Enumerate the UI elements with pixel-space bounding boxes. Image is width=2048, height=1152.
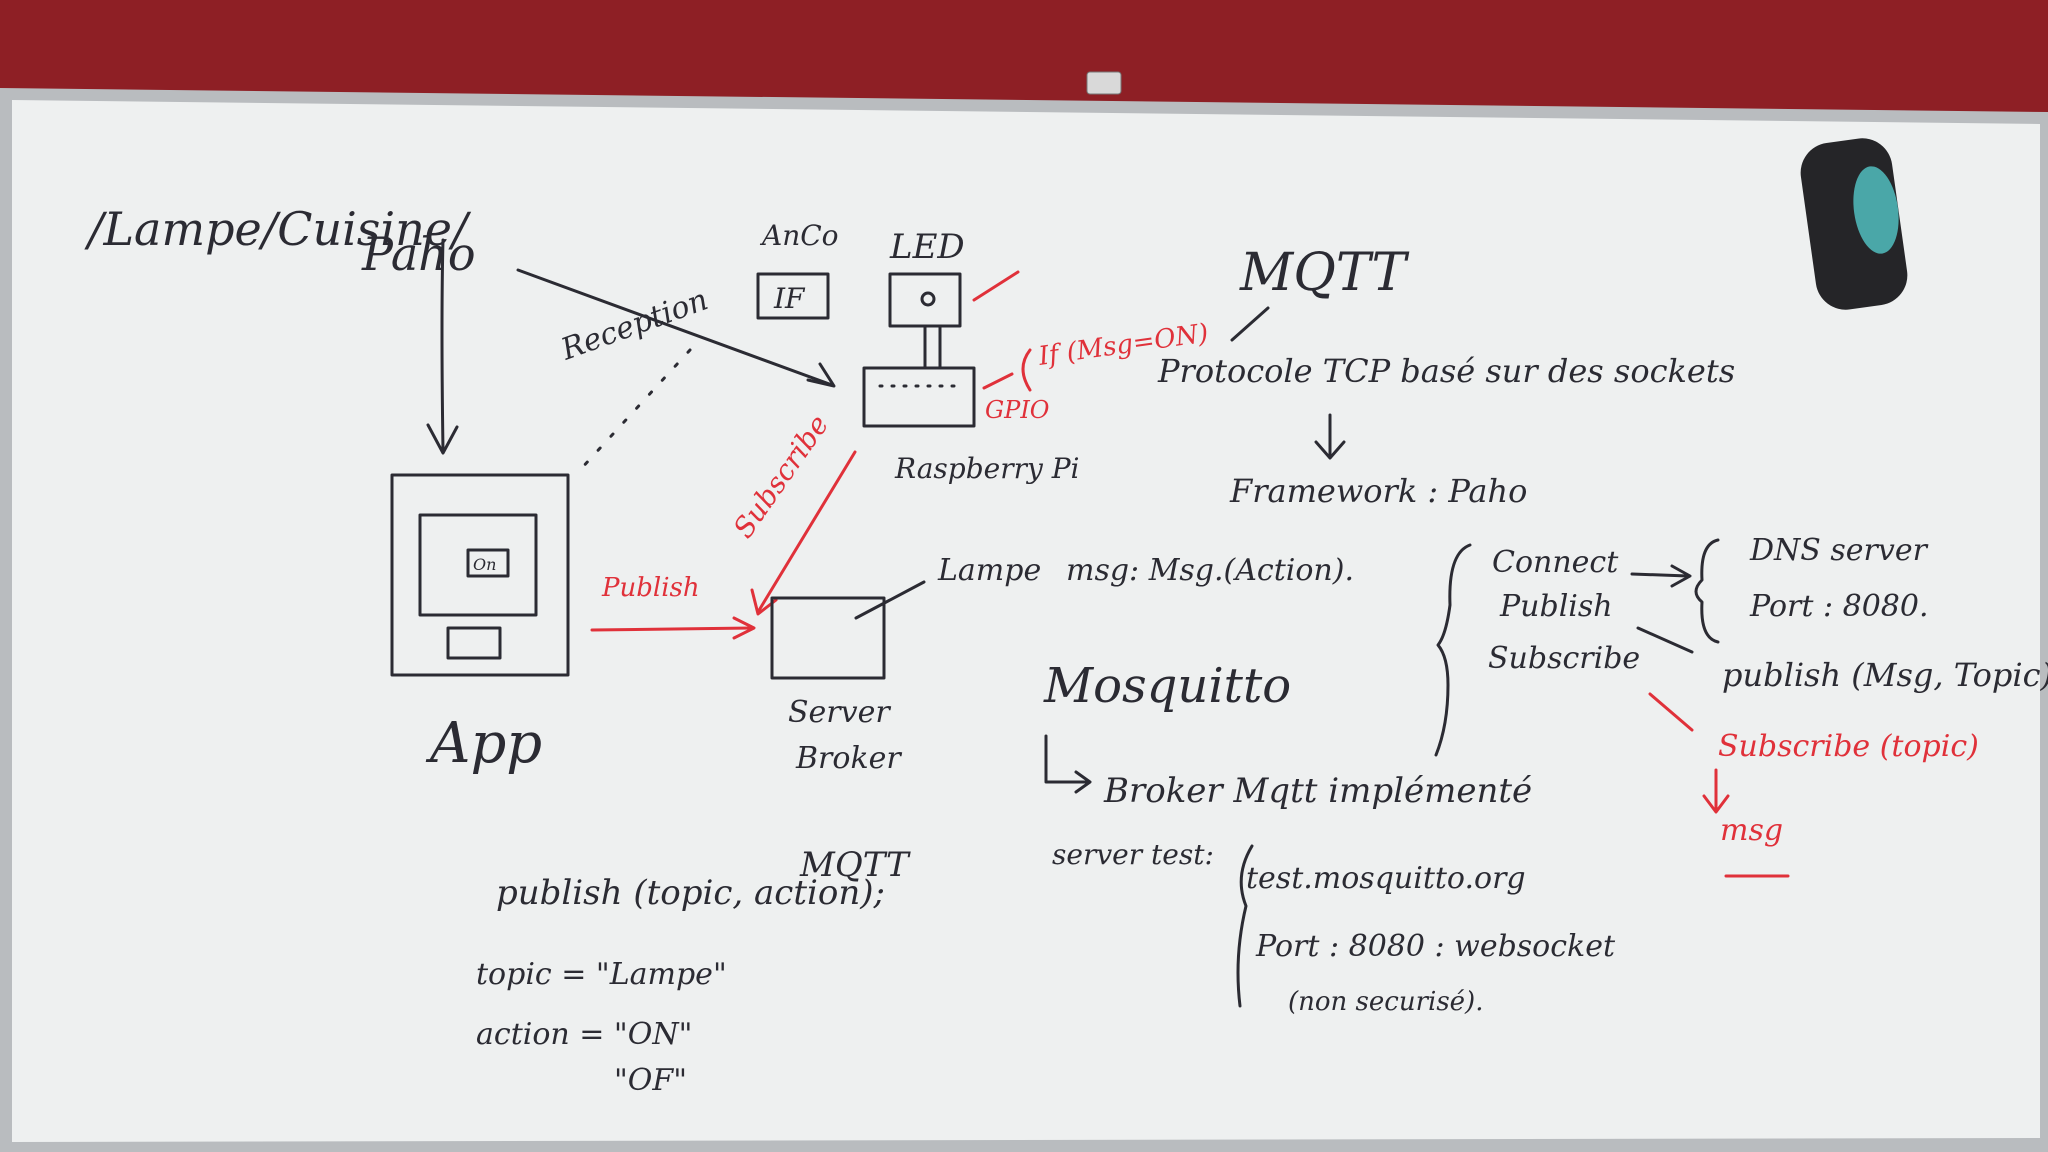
dns-server: DNS server — [1749, 533, 1929, 568]
broker-box — [770, 596, 886, 680]
app-on-button — [466, 548, 510, 578]
code-line-1: publish (topic, action); — [496, 873, 885, 913]
arrow-head — [806, 362, 836, 388]
msg-label: msg — [1720, 813, 1783, 848]
mosquitto-arrow — [1044, 734, 1092, 794]
method-subscribe: Subscribe — [1488, 641, 1640, 676]
code-line-2: topic = "Lampe" — [476, 957, 727, 992]
app-home-button — [446, 626, 502, 660]
paho-label: Paho — [361, 227, 476, 281]
arrow-head — [732, 616, 756, 640]
methods-brace — [1434, 543, 1472, 757]
mosquitto-desc: Broker Mqtt implémenté — [1103, 771, 1532, 811]
dotted-link — [578, 348, 692, 472]
paho-to-app-arrow — [440, 238, 445, 452]
arduino-glyph: IF — [773, 282, 806, 315]
subscribe-call: Subscribe (topic) — [1718, 729, 1979, 764]
publish-call: publish (Msg, Topic) — [1722, 656, 2048, 694]
gpio-label: GPIO — [985, 396, 1050, 424]
publish-arrow — [590, 626, 754, 632]
raspberry-box — [862, 366, 976, 428]
lampe-label: Lampe — [937, 553, 1041, 588]
led-wires — [923, 324, 942, 370]
server-test-note: (non securisé). — [1288, 987, 1483, 1017]
led-label: LED — [889, 227, 965, 267]
server-test-port: Port : 8080 : websocket — [1255, 929, 1616, 964]
subscribe-arrow — [756, 450, 857, 614]
eraser-icon — [1800, 138, 1908, 310]
dns-port: Port : 8080. — [1749, 589, 1929, 624]
server-test-label: server test: — [1052, 838, 1214, 871]
app-label: App — [425, 711, 542, 776]
server-label: Server — [788, 695, 891, 730]
raspberry-label: Raspberry Pi — [894, 452, 1080, 485]
broker-label: Broker — [795, 741, 902, 776]
method-connect: Connect — [1492, 545, 1619, 580]
mqtt-title: MQTT — [1239, 243, 1410, 303]
arduino-label: AnCo — [759, 219, 839, 252]
led-bulb-icon — [920, 291, 936, 307]
lampe-msg: msg: Msg.(Action). — [1066, 553, 1354, 588]
code-mqtt-label: MQTT — [799, 845, 911, 885]
paho-to-raspberry-arrow — [516, 268, 834, 387]
app-device — [390, 473, 570, 677]
gpio-arrow — [982, 372, 1014, 390]
framework-line: Framework : Paho — [1229, 472, 1527, 510]
board-clip — [1086, 71, 1122, 95]
app-screen — [418, 513, 538, 617]
mosquitto-label: Mosquitto — [1043, 658, 1291, 714]
server-test-brace — [1236, 844, 1254, 1008]
led-pointer-arrow — [972, 270, 1020, 302]
mqtt-arrow — [1230, 306, 1270, 342]
protocol-arrow — [1314, 413, 1346, 460]
publish-arrow-label: Publish — [601, 573, 700, 603]
arduino-box — [756, 272, 830, 320]
publish-detail-arrow — [1636, 626, 1694, 654]
connect-brace — [1694, 538, 1720, 644]
gpio-brace — [1021, 348, 1032, 392]
method-publish: Publish — [1499, 589, 1613, 624]
whiteboard-surface — [12, 100, 2040, 1142]
code-line-4: "OF" — [614, 1063, 687, 1098]
server-test-host: test.mosquitto.org — [1246, 861, 1526, 896]
topic-path: /Lampe/Cuisine/ — [84, 202, 472, 256]
msg-arrow — [1702, 768, 1730, 814]
subscribe-detail-arrow — [1648, 692, 1694, 732]
protocol-line: Protocole TCP basé sur des sockets — [1157, 352, 1735, 390]
connect-arrow — [1630, 572, 1690, 578]
lampe-arrow — [854, 580, 926, 620]
code-line-3: action = "ON" — [476, 1017, 692, 1052]
app-on-label: On — [473, 555, 496, 574]
arrow-head — [750, 588, 778, 616]
arrow-head — [426, 423, 459, 455]
arrow-head — [1670, 564, 1692, 588]
